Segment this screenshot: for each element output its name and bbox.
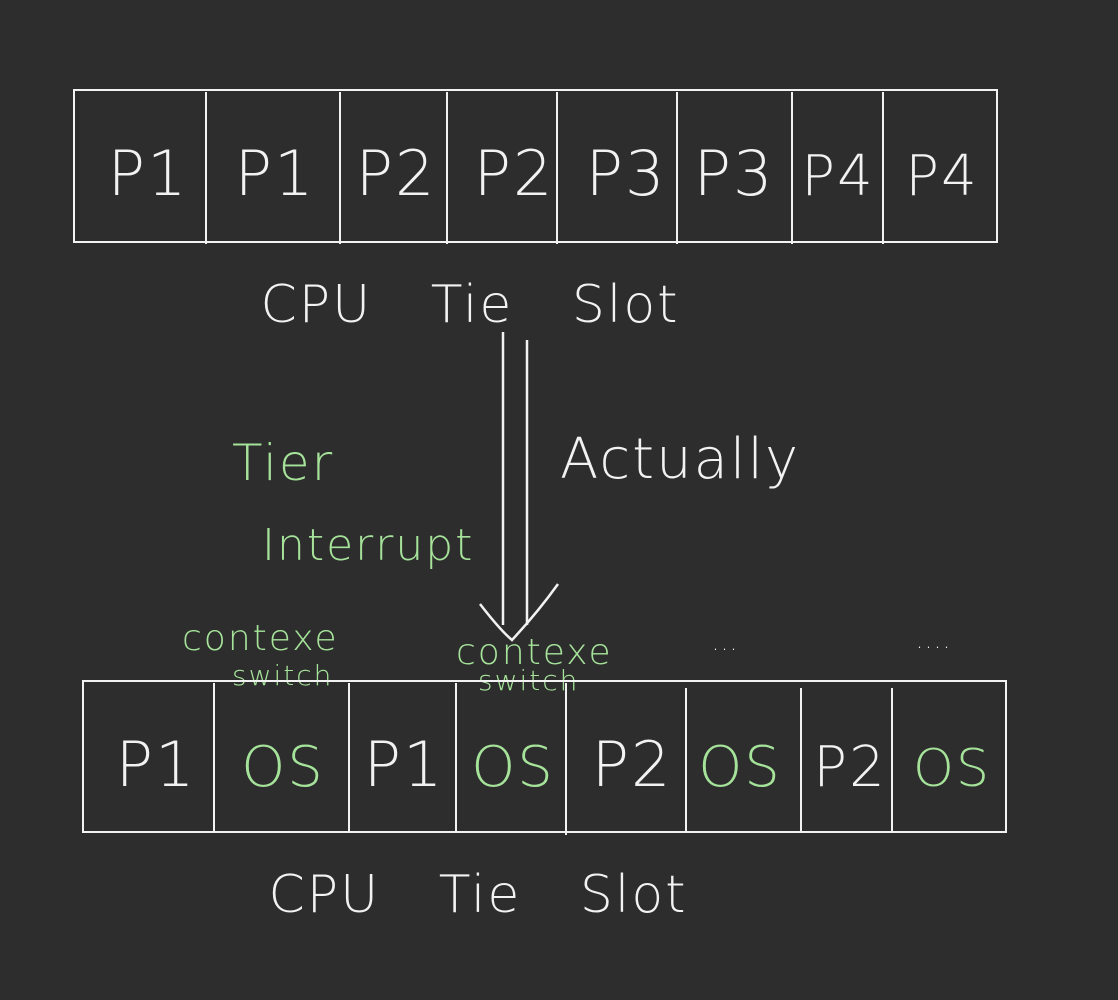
context-switch-line: contexe bbox=[456, 632, 613, 673]
actually-arrow bbox=[479, 332, 560, 642]
top-time-slot-bar: P1 P1 P2 P2 P3 P3 P4 P4 bbox=[73, 89, 998, 244]
top-bar-frame bbox=[73, 89, 998, 243]
bottom-cell-label: OS bbox=[913, 739, 991, 799]
ellipsis-note: .... bbox=[916, 629, 952, 654]
bottom-cell-label: OS bbox=[241, 735, 325, 800]
top-cell-label: P1 bbox=[108, 137, 189, 210]
top-cell-label: P4 bbox=[905, 144, 978, 209]
top-cell-label: P4 bbox=[801, 144, 874, 209]
top-cell-label: P3 bbox=[694, 137, 775, 210]
top-cell-label: P2 bbox=[356, 137, 437, 210]
ellipsis-note: ... bbox=[712, 631, 739, 656]
bottom-cell-label: P2 bbox=[592, 728, 673, 801]
bottom-cell-label: OS bbox=[698, 735, 782, 800]
bottom-cell-label: P1 bbox=[116, 728, 197, 801]
bottom-cell-label: OS bbox=[471, 735, 555, 800]
actually-label: Actually bbox=[560, 427, 800, 492]
context-switch-note-1: contexe switch bbox=[182, 618, 339, 692]
top-cell-label: P1 bbox=[235, 137, 316, 210]
timer-interrupt-line: Interrupt bbox=[262, 520, 474, 571]
timer-interrupt-note: Tier Interrupt bbox=[232, 434, 474, 571]
top-cell-label: P2 bbox=[474, 137, 555, 210]
timer-interrupt-line: Tier bbox=[232, 434, 334, 492]
context-switch-line: switch bbox=[232, 659, 333, 692]
bottom-bar-frame bbox=[82, 680, 1007, 833]
top-bar-caption: CPU Tie Slot bbox=[260, 275, 679, 335]
bottom-cell-label: P2 bbox=[813, 735, 886, 800]
bottom-bar-caption: CPU Tie Slot bbox=[268, 865, 687, 925]
bottom-cell-label: P1 bbox=[364, 728, 445, 801]
bottom-time-slot-bar: P1 OS P1 OS P2 OS P2 OS bbox=[82, 680, 1007, 835]
top-cell-label: P3 bbox=[586, 137, 667, 210]
context-switch-note-2: contexe switch bbox=[456, 632, 613, 697]
context-switch-line: contexe bbox=[182, 618, 339, 659]
